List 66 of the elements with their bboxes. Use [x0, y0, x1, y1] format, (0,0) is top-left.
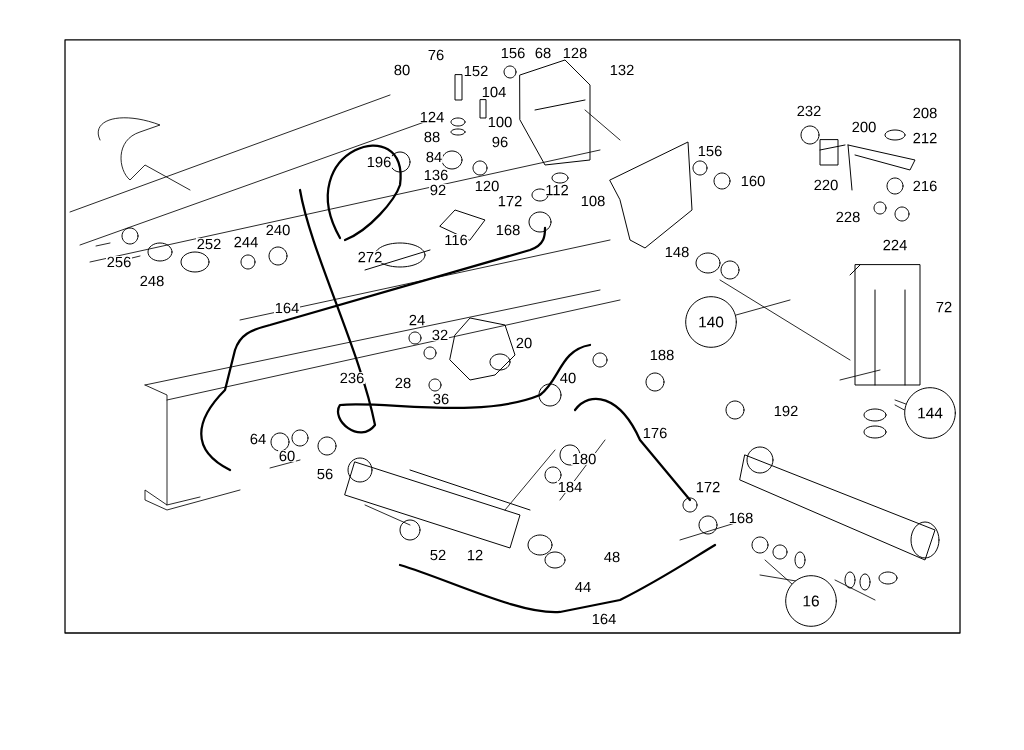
callout-number: 216 [912, 180, 939, 192]
callout-number: 64 [249, 433, 267, 445]
callout-number: 148 [664, 246, 691, 258]
callout-number: 116 [443, 234, 469, 246]
callout-number: 96 [491, 136, 509, 148]
callout-number: 176 [642, 427, 669, 439]
callout-number: 120 [474, 180, 501, 192]
callout-number: 236 [339, 372, 366, 384]
callout-number: 180 [571, 453, 597, 465]
callout-number: 160 [740, 175, 767, 187]
callout-number: 220 [813, 179, 840, 191]
callout-number: 200 [851, 121, 878, 133]
callout-number: 28 [394, 377, 412, 389]
callout-number: 164 [274, 302, 301, 314]
callout-number: 56 [316, 468, 334, 480]
callout-number: 164 [591, 613, 618, 625]
callout-number: 40 [559, 372, 577, 384]
callout-number: 244 [233, 236, 260, 248]
callout-number: 168 [728, 512, 755, 524]
callout-number: 88 [423, 131, 441, 143]
callout-number: 68 [534, 47, 552, 59]
callout-number: 192 [773, 405, 799, 417]
callout-number: 44 [574, 581, 592, 593]
callout-number: 168 [495, 224, 522, 236]
callout-number: 184 [557, 481, 584, 493]
leader-line [894, 399, 907, 405]
callout-number: 152 [463, 65, 489, 77]
callout-number: 108 [580, 195, 607, 207]
callout-number: 252 [196, 238, 222, 250]
callout-number: 128 [562, 47, 589, 59]
callout-number: 248 [139, 275, 166, 287]
callout-number: 188 [649, 349, 676, 361]
callout-number: 76 [427, 49, 445, 61]
callout-number: 136 [423, 169, 450, 181]
callout-number: 172 [497, 195, 524, 207]
callout-number: 212 [912, 132, 939, 144]
callout-number: 240 [265, 224, 292, 236]
callout-number: 124 [419, 111, 446, 123]
leader-line [735, 299, 791, 316]
callout-number: 24 [408, 314, 426, 326]
callout-number: 52 [429, 549, 447, 561]
callout-number: 112 [544, 184, 570, 196]
callout-number: 72 [935, 301, 953, 313]
callout-number: 36 [432, 393, 450, 405]
callout-number: 156 [500, 47, 527, 59]
callout-number: 32 [431, 329, 449, 341]
callout-number: 156 [697, 145, 724, 157]
callout-number: 256 [106, 256, 133, 268]
callout-number: 92 [429, 184, 447, 196]
callout-number: 208 [912, 107, 939, 119]
callout-number: 228 [835, 211, 862, 223]
callout-number: 84 [425, 151, 443, 163]
callout-number: 12 [466, 549, 484, 561]
callout-number: 132 [609, 64, 636, 76]
callout-number: 272 [357, 251, 383, 263]
callout-number: 48 [603, 551, 621, 563]
callout-number: 20 [515, 337, 533, 349]
callout-number: 60 [278, 450, 296, 462]
callout-number: 100 [487, 116, 513, 128]
callout-number: 80 [393, 64, 411, 76]
callout-number: 196 [366, 156, 393, 168]
callout-number: 224 [882, 239, 909, 251]
callout-number: 232 [796, 105, 823, 117]
leader-line [764, 559, 793, 585]
callout-number: 104 [481, 86, 508, 98]
callout-number: 172 [695, 481, 722, 493]
